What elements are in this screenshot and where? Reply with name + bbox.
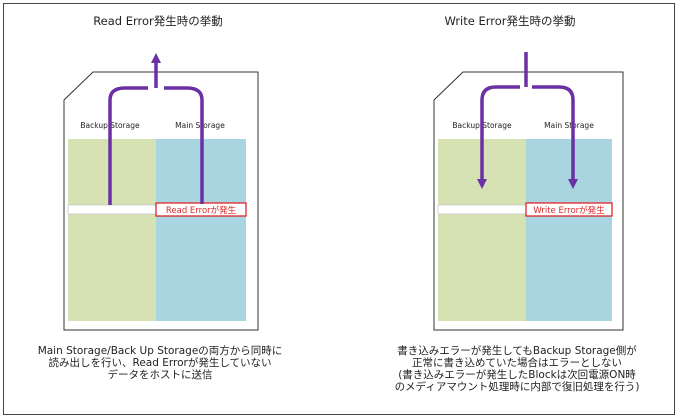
main-storage-label-write: Main Storage <box>544 121 594 130</box>
write-caption: 書き込みエラーが発生してもBackup Storage側が 正常に書き込めていた… <box>357 345 677 393</box>
write-arrow-left-strand <box>477 85 520 189</box>
backup-storage-block-read <box>68 139 156 321</box>
write-caption-line: (書き込みエラーが発生したBlockは次回電源ON時 <box>398 369 636 381</box>
write-caption-line: 正常に書き込めていた場合はエラーとしない <box>412 357 622 369</box>
read-error-label: Read Errorが発生 <box>166 205 237 216</box>
read-caption-line: Main Storage/Back Up Storageの両方から同時に <box>37 345 283 357</box>
read-arrow-left-strand <box>108 86 148 205</box>
error-box-write <box>525 202 613 217</box>
read-caption: Main Storage/Back Up Storageの両方から同時に 読み出… <box>0 345 320 381</box>
read-caption-line: データをホストに送信 <box>107 369 213 381</box>
main-storage-label-read: Main Storage <box>175 121 225 130</box>
write-arrow-right-strand <box>532 85 578 189</box>
read-caption-line: 読み出しを行い、Read Errorが発生していない <box>48 357 272 369</box>
read-error-title: Read Error発生時の挙動 <box>93 14 223 28</box>
write-caption-line: のメディアマウント処理時に内部で復旧処理を行う) <box>394 381 640 393</box>
read-arrow-right-strand <box>164 86 204 204</box>
write-error-label: Write Errorが発生 <box>533 205 605 216</box>
main-storage-block-write <box>526 139 612 321</box>
read-panel: Read Errorが発生 Backup Storage Main Storag… <box>63 53 259 331</box>
write-panel: Write Errorが発生 Backup Storage Main Stora… <box>433 52 624 331</box>
figure-frame <box>3 3 675 415</box>
write-caption-line: 書き込みエラーが発生してもBackup Storage側が <box>397 345 637 357</box>
write-error-title: Write Error発生時の挙動 <box>444 14 576 28</box>
